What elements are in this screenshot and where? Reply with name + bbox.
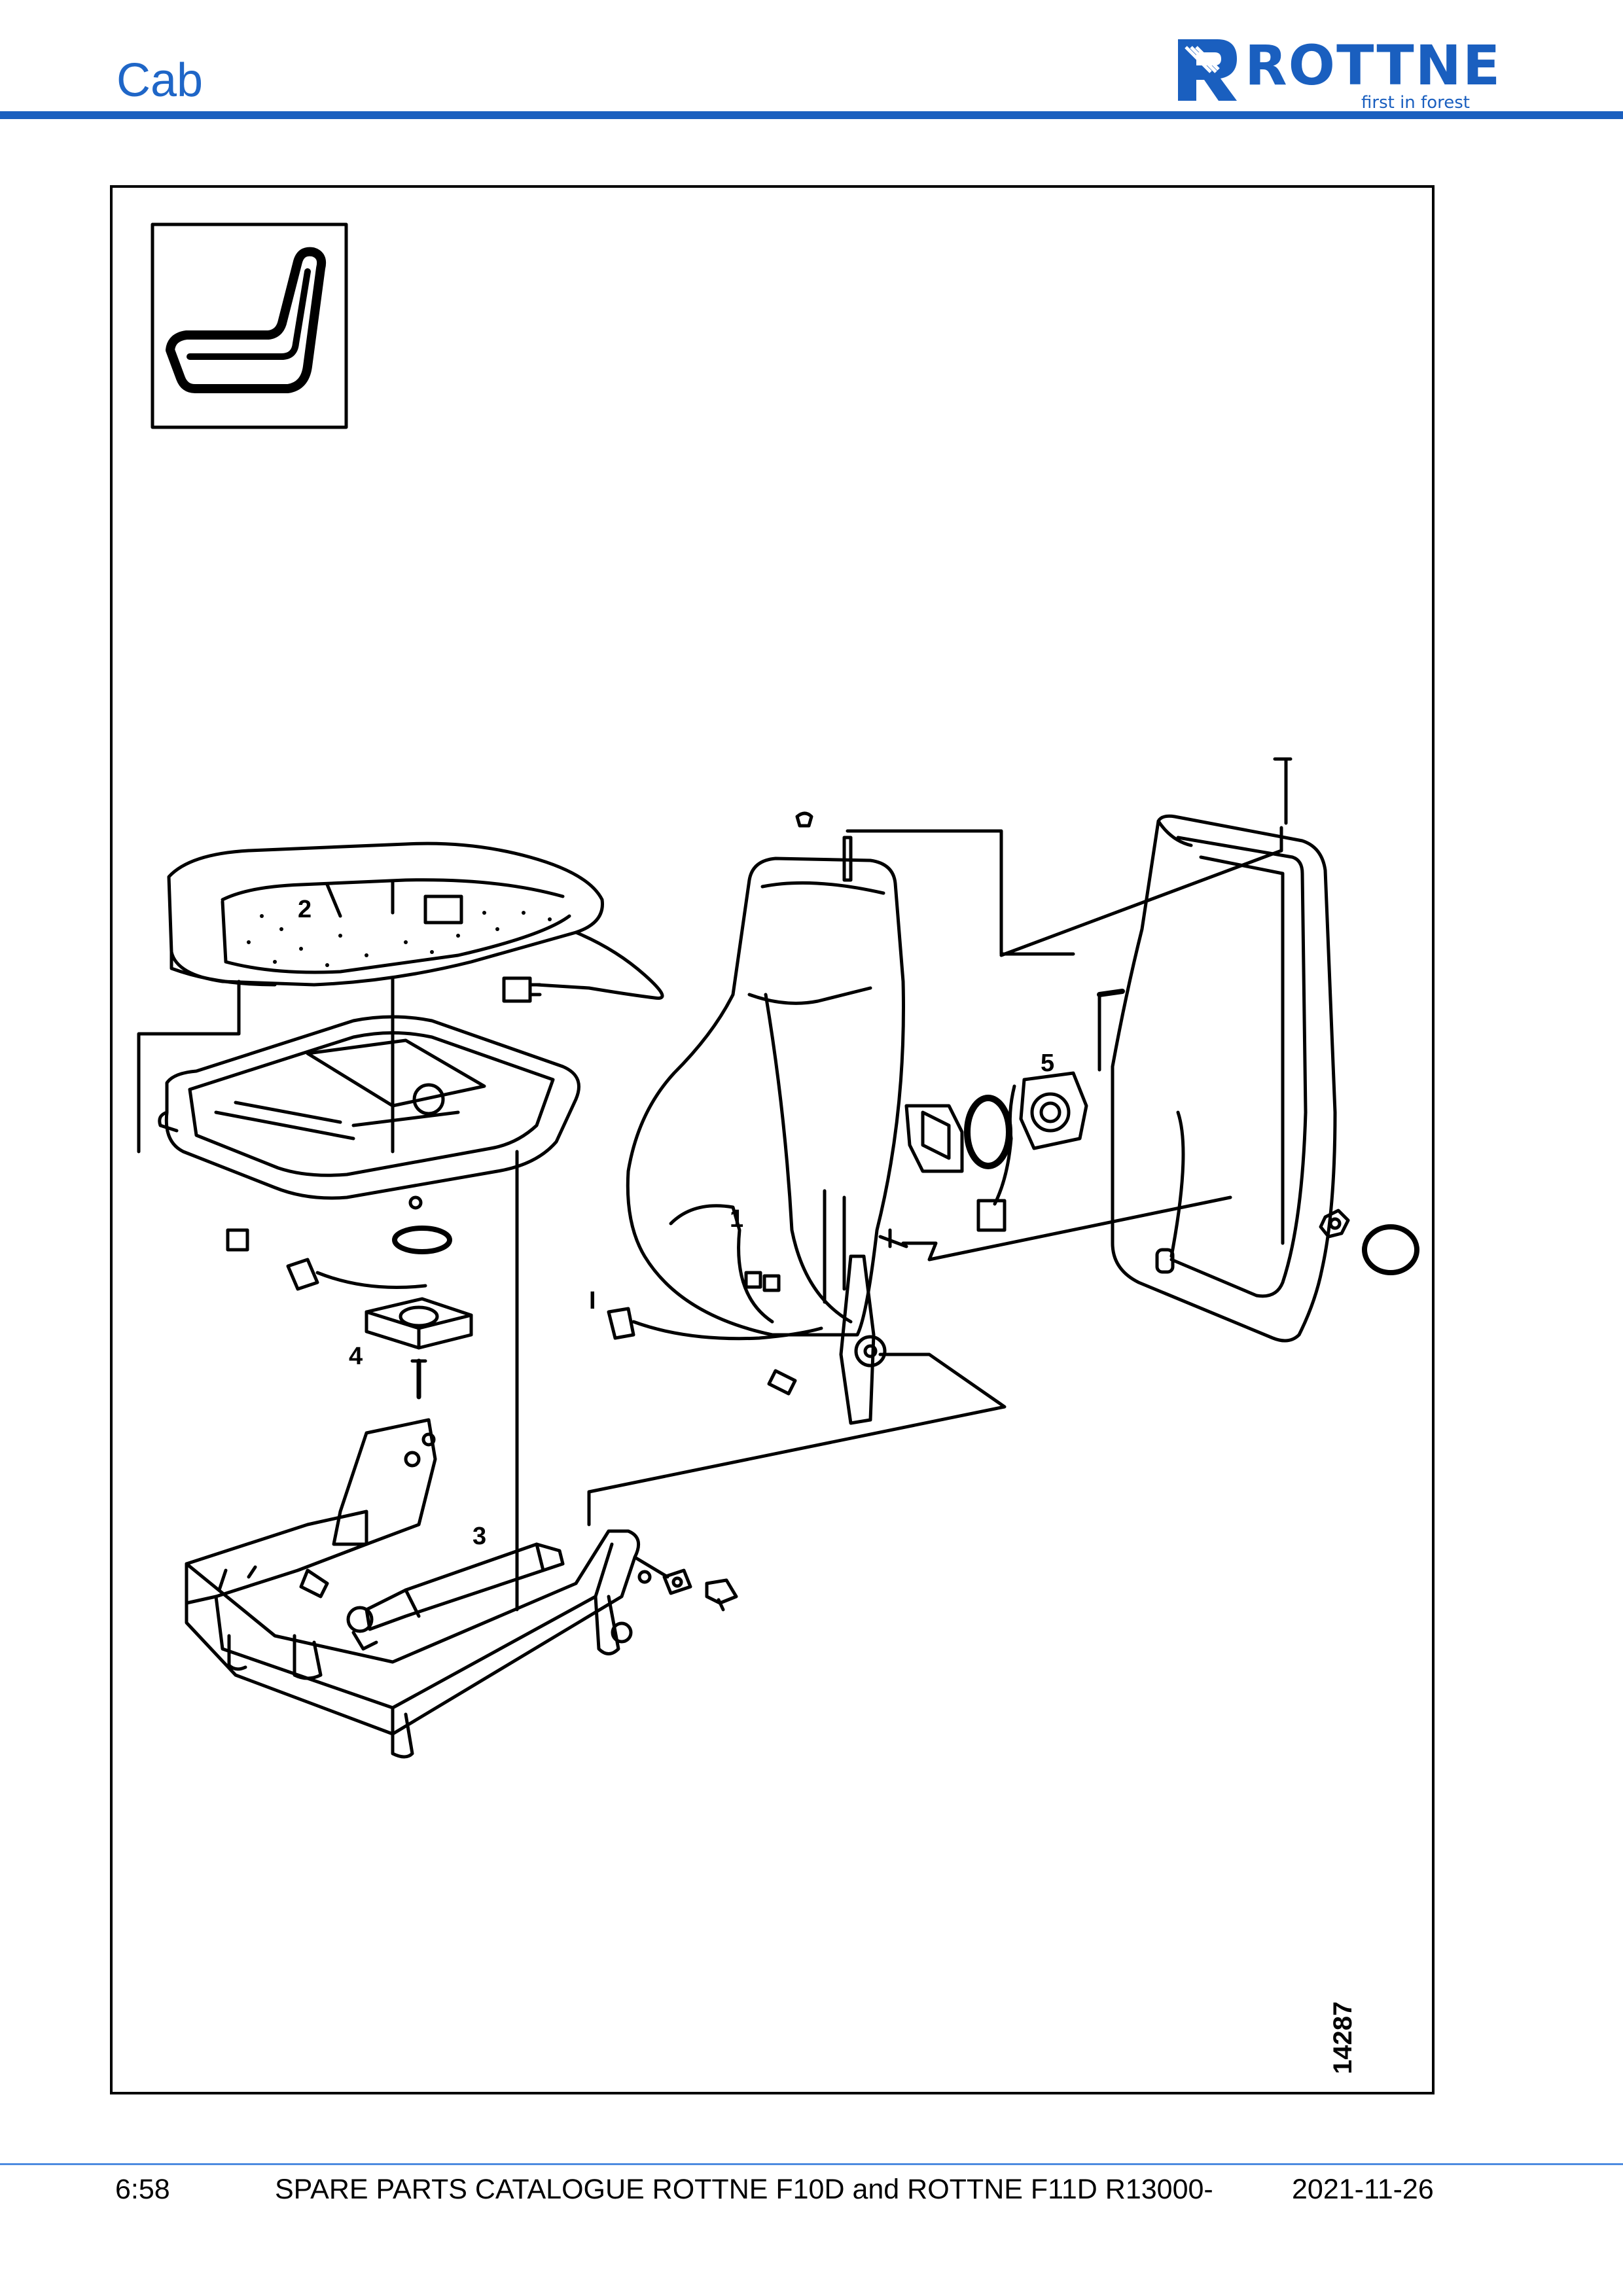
header-divider [0, 111, 1623, 119]
footer-divider [0, 2163, 1623, 2165]
cushion-connector [502, 976, 542, 1003]
logo-wordmark: ROTTNE [1245, 33, 1502, 97]
connector-mark: I [589, 1287, 596, 1315]
page-number: 6:58 [115, 2174, 170, 2205]
callout-4: 4 [349, 1343, 363, 1370]
connector-4 [286, 1258, 427, 1291]
catalogue-date: 2021-11-26 [1292, 2174, 1434, 2205]
rottne-r-emblem-icon [1178, 39, 1237, 101]
lumbar-adjuster [904, 1071, 1088, 1232]
backrest [626, 857, 905, 1337]
seat-symbol-icon [166, 247, 327, 393]
callout-1: 1 [730, 1205, 743, 1233]
callout-2: 2 [298, 896, 312, 923]
recliner-bracket [839, 1254, 876, 1425]
clip [226, 1228, 249, 1252]
seat-frame [185, 1418, 652, 1759]
connector-i [607, 1307, 823, 1341]
callout-5: 5 [1041, 1050, 1054, 1077]
rottne-logo: ROTTNE first in forest [1171, 33, 1512, 113]
section-title: Cab [116, 54, 204, 107]
seat-heater-module [365, 1297, 473, 1350]
illustration-frame [110, 185, 1435, 2094]
catalogue-title: SPARE PARTS CATALOGUE ROTTNE F10D and RO… [275, 2174, 1213, 2205]
drawing-number: 14287 [1329, 2002, 1357, 2074]
top-cap [795, 811, 813, 828]
seat-pan [164, 1015, 580, 1200]
logo-tagline: first in forest [1361, 93, 1470, 113]
gas-spring [299, 1542, 565, 1651]
callout-3: 3 [473, 1523, 486, 1550]
seat-symbol-box [151, 222, 348, 429]
seat-cushion [167, 841, 664, 1000]
back-cover-panel [1111, 814, 1337, 1343]
